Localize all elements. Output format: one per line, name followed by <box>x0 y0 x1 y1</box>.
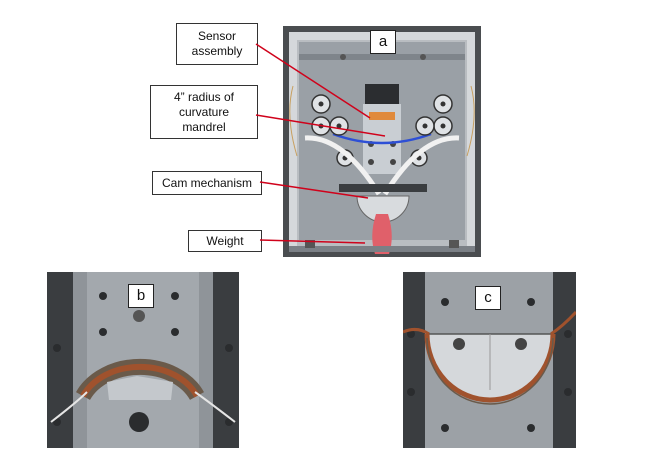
panel-label-a: a <box>370 30 396 54</box>
photo-panel-b: b <box>47 272 239 448</box>
callout-mandrel: 4” radius of curvature mandrel <box>150 85 258 139</box>
callout-weight: Weight <box>188 230 262 252</box>
panel-label-c: c <box>475 286 501 310</box>
callout-cam-mechanism: Cam mechanism <box>152 171 262 195</box>
photo-panel-c: c <box>403 272 576 448</box>
fixture-photo <box>283 26 481 257</box>
mandrel-closeup-b <box>47 272 239 448</box>
panel-label-b: b <box>128 284 154 308</box>
callout-sensor-assembly: Sensor assembly <box>176 23 258 65</box>
photo-panel-a: a <box>283 26 481 257</box>
